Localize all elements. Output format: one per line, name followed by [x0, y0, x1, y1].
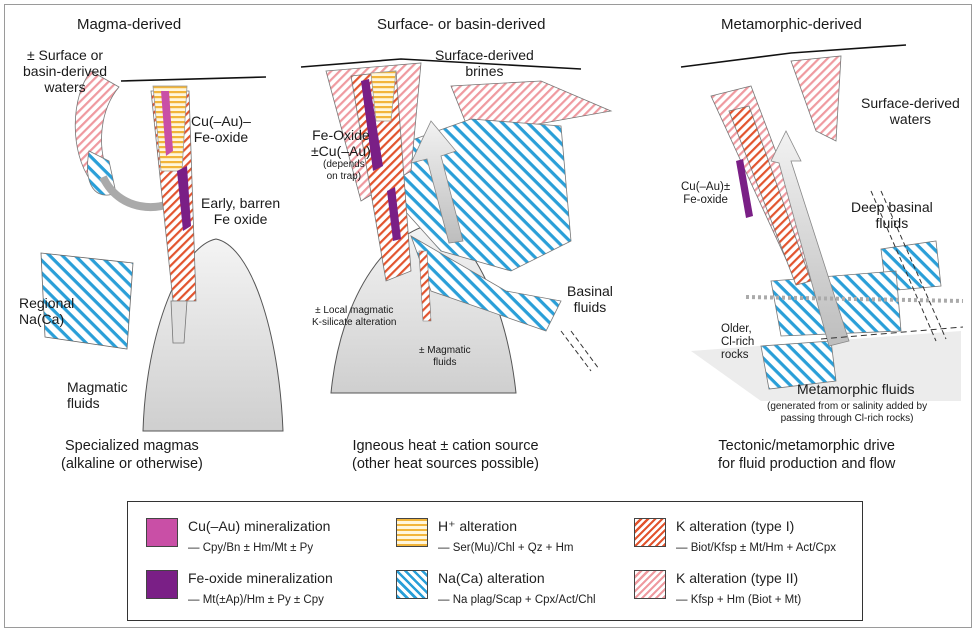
label-metamorphic-note: (generated from or salinity added by pas… — [767, 401, 927, 424]
legend-title: K alteration (type II) — [676, 570, 798, 586]
legend-subtitle: — Biot/Kfsp ± Mt/Hm + Act/Cpx — [676, 542, 836, 554]
figure-frame: Magma-derived Surface- or basin-derived … — [4, 4, 972, 628]
legend-subtitle: — Cpy/Bn ± Hm/Mt ± Py — [188, 542, 313, 554]
label-surface-brines: Surface-derived brines — [435, 47, 534, 79]
label-magmatic-fluids-2: ± Magmatic fluids — [419, 345, 471, 368]
legend: Cu(–Au) mineralization — Cpy/Bn ± Hm/Mt … — [127, 501, 863, 621]
k2-plume — [791, 56, 841, 141]
label-cu-fe-oxide: Cu(–Au)– Fe-oxide — [191, 113, 251, 145]
swatch-h-alteration — [396, 518, 428, 547]
legend-title: H⁺ alteration — [438, 518, 517, 535]
header-surface-derived: Surface- or basin-derived — [377, 16, 545, 33]
magmatic-fluid-strip — [171, 301, 187, 343]
swatch-cu-mineralization — [146, 518, 178, 547]
basinal-dashes — [561, 331, 599, 371]
panel-surface-derived — [301, 59, 611, 393]
swatch-fe-mineralization — [146, 570, 178, 599]
label-basinal-fluids: Basinal fluids — [567, 283, 613, 315]
surface-line — [121, 77, 266, 81]
caption-specialized-magmas: Specialized magmas (alkaline or otherwis… — [61, 437, 203, 473]
label-surface-waters: ± Surface or basin-derived waters — [23, 47, 107, 95]
legend-subtitle: — Ser(Mu)/Chl + Qz + Hm — [438, 542, 573, 554]
label-depends-on-trap: (depends on trap) — [323, 159, 365, 182]
legend-subtitle: — Mt(±Ap)/Hm ± Py ± Cpy — [188, 594, 324, 606]
header-magma-derived: Magma-derived — [77, 16, 181, 33]
intrusion-body — [143, 239, 283, 431]
legend-title: Cu(–Au) mineralization — [188, 518, 330, 534]
label-deep-basinal: Deep basinal fluids — [851, 199, 933, 231]
label-metamorphic-fluids: Metamorphic fluids — [797, 381, 915, 397]
legend-title: Na(Ca) alteration — [438, 570, 545, 586]
swatch-k1-alteration — [634, 518, 666, 547]
legend-title: Fe-oxide mineralization — [188, 570, 333, 586]
caption-igneous-heat: Igneous heat ± cation source (other heat… — [352, 437, 539, 473]
legend-subtitle: — Na plag/Scap + Cpx/Act/Chl — [438, 594, 596, 606]
label-fe-oxide-cu: Fe-Oxide ±Cu(–Au) — [311, 127, 371, 159]
label-surface-waters-3: Surface-derived waters — [861, 95, 960, 127]
legend-title: K alteration (type I) — [676, 518, 794, 534]
header-metamorphic-derived: Metamorphic-derived — [721, 16, 862, 33]
label-cu-fe-3: Cu(–Au)± Fe-oxide — [681, 181, 730, 207]
label-early-barren: Early, barren Fe oxide — [201, 195, 280, 227]
label-local-magmatic: ± Local magmatic K-silicate alteration — [312, 305, 396, 328]
label-magmatic-fluids: Magmatic fluids — [67, 379, 128, 411]
swatch-na-alteration — [396, 570, 428, 599]
swatch-k2-alteration — [634, 570, 666, 599]
label-older-rocks: Older, Cl-rich rocks — [721, 323, 754, 363]
legend-subtitle: — Kfsp + Hm (Biot + Mt) — [676, 594, 801, 606]
caption-tectonic-drive: Tectonic/metamorphic drive for fluid pro… — [718, 437, 895, 473]
label-regional-naca: Regional Na(Ca) — [19, 295, 74, 327]
